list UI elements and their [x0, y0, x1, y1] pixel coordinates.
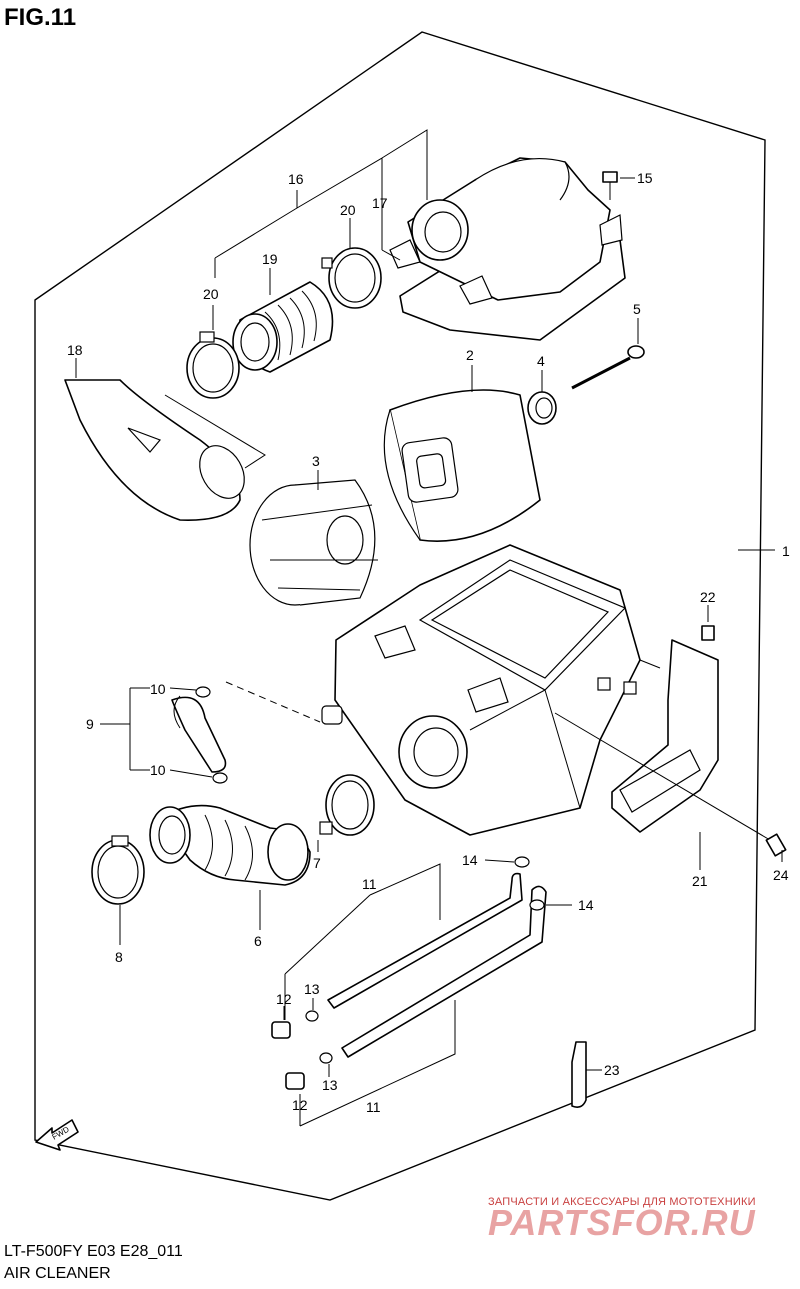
callout-19: 19: [262, 251, 278, 267]
part-20-clamp-lower: [186, 331, 240, 399]
part-15-screw: [602, 171, 635, 200]
watermark-logo: PARTSFOR.RU: [488, 1202, 756, 1243]
part-2-filter: [383, 389, 541, 542]
part-22-screw: [701, 605, 715, 641]
callout-21: 21: [692, 873, 708, 889]
part-7-clamp: [319, 774, 375, 836]
callout-20-lower: 20: [203, 286, 219, 302]
callout-12-upper: 12: [276, 991, 292, 1007]
callout-20-upper: 20: [340, 202, 356, 218]
part-8-clamp: [91, 835, 145, 905]
callout-7: 7: [313, 855, 321, 871]
part-5-bolt: [571, 345, 645, 390]
group-name: AIR CLEANER: [4, 1265, 111, 1282]
part-18-duct: [64, 379, 245, 521]
callout-22: 22: [700, 589, 716, 605]
part-14-clip-lower: [529, 899, 545, 911]
callout-10-upper: 10: [150, 681, 166, 697]
assembly-outline: [34, 31, 766, 1201]
callout-10-lower: 10: [150, 762, 166, 778]
callout-6: 6: [254, 933, 262, 949]
fwd-arrow-icon: [35, 1119, 79, 1151]
part-24-bolt: [765, 833, 787, 862]
callout-14-upper: 14: [462, 852, 478, 868]
part-11-tube-upper: [327, 872, 523, 1009]
part-10-clip-upper: [195, 686, 211, 698]
part-6-boot: [149, 804, 311, 886]
part-13-clip-upper: [305, 1010, 319, 1022]
part-20-clamp-upper: [321, 247, 382, 309]
watermark-tagline: ЗАПЧАСТИ И АКСЕССУАРЫ ДЛЯ МОТОТЕХНИКИ: [488, 1196, 756, 1208]
callout-12-lower: 12: [292, 1097, 308, 1113]
part-11-tube-lower: [341, 885, 547, 1058]
part-21-bracket: [611, 639, 719, 833]
part-1-airbox: [321, 544, 641, 836]
part-3-cage: [249, 479, 378, 606]
part-9-hose: [171, 695, 227, 773]
callout-8: 8: [115, 949, 123, 965]
part-14-clip-upper: [514, 856, 530, 868]
part-10-clip-lower: [212, 772, 228, 784]
callout-15: 15: [637, 170, 653, 186]
callout-11-lower: 11: [366, 1099, 381, 1115]
callout-14-lower: 14: [578, 897, 594, 913]
model-code: LT-F500FY E03 E28_011: [4, 1243, 183, 1260]
callout-18: 18: [67, 342, 83, 358]
callout-13-lower: 13: [322, 1077, 338, 1093]
callout-23: 23: [604, 1062, 620, 1078]
part-23-stay: [571, 1041, 587, 1108]
callout-17: 17: [372, 195, 388, 211]
figure-title: FIG.11: [4, 4, 77, 31]
part-19-hose: [232, 281, 334, 373]
bracket-9-10: [100, 687, 213, 778]
callout-5: 5: [633, 301, 641, 317]
callout-2: 2: [466, 347, 474, 363]
bracket-16: [214, 129, 428, 278]
callout-11-upper: 11: [362, 876, 377, 892]
part-4-cap: [527, 391, 557, 425]
callout-3: 3: [312, 453, 320, 469]
callout-16: 16: [288, 171, 304, 187]
part-12-plug-lower: [285, 1072, 305, 1090]
callout-13-upper: 13: [304, 981, 320, 997]
callout-9: 9: [86, 716, 94, 732]
callout-4: 4: [537, 353, 545, 369]
part-12-plug-upper: [271, 1021, 291, 1039]
callout-1: 1: [782, 543, 790, 559]
callout-24: 24: [773, 867, 789, 883]
part-13-clip-lower: [319, 1052, 333, 1064]
part-upper-cover: [389, 157, 626, 341]
